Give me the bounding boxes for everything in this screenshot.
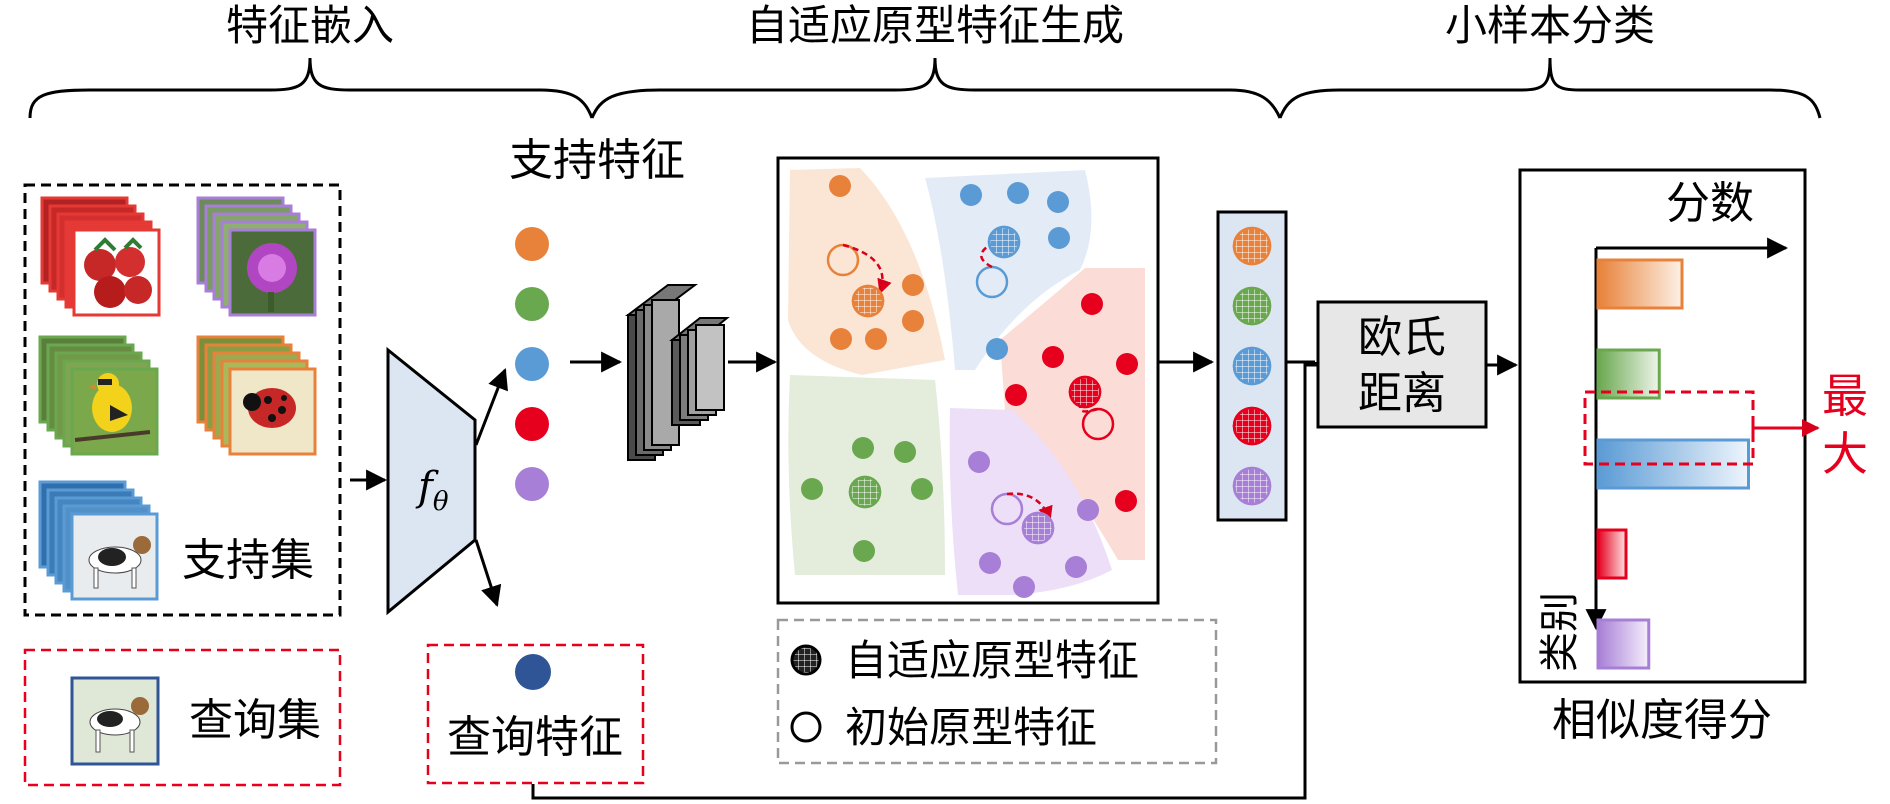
thistle-image-stack (196, 196, 317, 317)
support-feature-dot-purple (515, 467, 549, 501)
feature-point-green (852, 437, 874, 459)
stage-title-prototype: 自适应原型特征生成 (746, 1, 1124, 50)
prototype-column-green (1232, 286, 1272, 326)
stage-title-embedding: 特征嵌入 (226, 1, 394, 50)
query-feature-box: 查询特征 (426, 643, 645, 785)
legend-initial-label: 初始原型特征 (845, 703, 1097, 752)
region-red (1000, 268, 1145, 560)
query-set-label: 查询集 (189, 695, 321, 746)
legend-adaptive-label: 自适应原型特征 (845, 636, 1139, 685)
feature-point-red (1116, 353, 1138, 375)
score-bar-orange (1596, 258, 1684, 310)
prototype-shift-arrow-blue (980, 230, 1018, 269)
feature-point-red (1115, 490, 1137, 512)
dog-image-stack (38, 480, 159, 601)
prototype-column-red (1232, 406, 1272, 446)
support-set-box: 支持集 (23, 183, 342, 617)
adaptive-prototype-green (848, 475, 882, 509)
support-features-label: 支持特征 (509, 135, 685, 186)
query-set-box: 查询集 (23, 648, 342, 787)
brace-embedding (28, 57, 594, 119)
feature-point-green (894, 441, 916, 463)
feature-point-green (853, 540, 875, 562)
feature-point-red (1005, 384, 1027, 406)
query-feature-label: 查询特征 (447, 712, 623, 763)
feature-point-blue (1007, 182, 1029, 204)
max-label-char1: 最 (1822, 369, 1868, 423)
query-feedback-line (531, 363, 1318, 800)
conv-layer-stack (625, 284, 778, 461)
stage-title-classification: 小样本分类 (1445, 1, 1655, 50)
feature-point-red (1042, 346, 1064, 368)
adaptive-prototype-red (1068, 375, 1102, 409)
prototype-column-purple (1232, 466, 1272, 506)
encoder-block: fθ (350, 346, 508, 616)
prototype-column-blue (1232, 346, 1272, 386)
brace-classification (1278, 57, 1822, 119)
distance-block: 欧氏 距离 (531, 300, 1519, 800)
ladybug-image-stack (196, 335, 317, 456)
adaptive-prototype-purple (1021, 511, 1055, 545)
max-label-char2: 大 (1822, 427, 1868, 481)
feature-point-orange (829, 175, 851, 197)
support-feature-dot-green (515, 287, 549, 321)
distance-label-line1: 欧氏 (1358, 312, 1446, 363)
feature-point-purple (1065, 556, 1087, 578)
distance-label-line2: 距离 (1358, 368, 1446, 419)
similarity-label: 相似度得分 (1552, 695, 1772, 746)
score-bar-red (1596, 528, 1628, 580)
prototype-shift-arrow-orange (842, 243, 892, 295)
feature-point-red (1081, 293, 1103, 315)
region-green (788, 375, 945, 575)
legend-adaptive-symbol (790, 644, 822, 676)
feature-point-blue (1048, 227, 1070, 249)
region-purple (949, 408, 1112, 595)
feature-point-purple (1013, 576, 1035, 598)
feature-point-blue (986, 338, 1008, 360)
prototype-column (1216, 210, 1288, 522)
feature-scatter (801, 175, 1138, 598)
query-feature-dot (515, 654, 551, 690)
support-set-label: 支持集 (182, 535, 314, 586)
legend-box: 自适应原型特征 初始原型特征 (776, 618, 1218, 765)
score-axis-label: 分数 (1666, 178, 1754, 229)
strawberry-image-stack (40, 196, 161, 317)
support-feature-dot-red (515, 407, 549, 441)
feature-point-purple (979, 552, 1001, 574)
max-highlight-box (1583, 390, 1755, 466)
region-blue (925, 170, 1092, 370)
encoder-subscript: θ (433, 487, 449, 517)
feature-point-blue (1047, 191, 1069, 213)
support-feature-dot-blue (515, 347, 549, 381)
category-axis-label: 类别 (1537, 592, 1583, 672)
score-bar-green (1596, 348, 1661, 400)
brace-prototype (590, 57, 1282, 119)
similarity-panel: 分数 类别 最 大 相似度得分 (1518, 168, 1868, 746)
feature-point-orange (902, 274, 924, 296)
feature-point-orange (902, 310, 924, 332)
support-feature-dots (515, 227, 549, 501)
feature-point-green (801, 478, 823, 500)
feature-point-orange (830, 328, 852, 350)
support-feature-dot-orange (515, 227, 549, 261)
feature-point-orange (865, 328, 887, 350)
prototype-space-panel (776, 156, 1215, 605)
adaptive-prototype-orange (851, 284, 885, 318)
prototype-column-orange (1232, 226, 1272, 266)
bird-image-stack (38, 335, 159, 456)
adaptive-prototype-blue (987, 225, 1021, 259)
legend-initial-symbol (790, 711, 822, 743)
feature-point-purple (1077, 499, 1099, 521)
feature-point-purple (968, 451, 990, 473)
feature-point-green (911, 478, 933, 500)
score-bar-purple (1596, 618, 1651, 670)
feature-point-blue (960, 184, 982, 206)
query-dog-image (70, 676, 160, 766)
